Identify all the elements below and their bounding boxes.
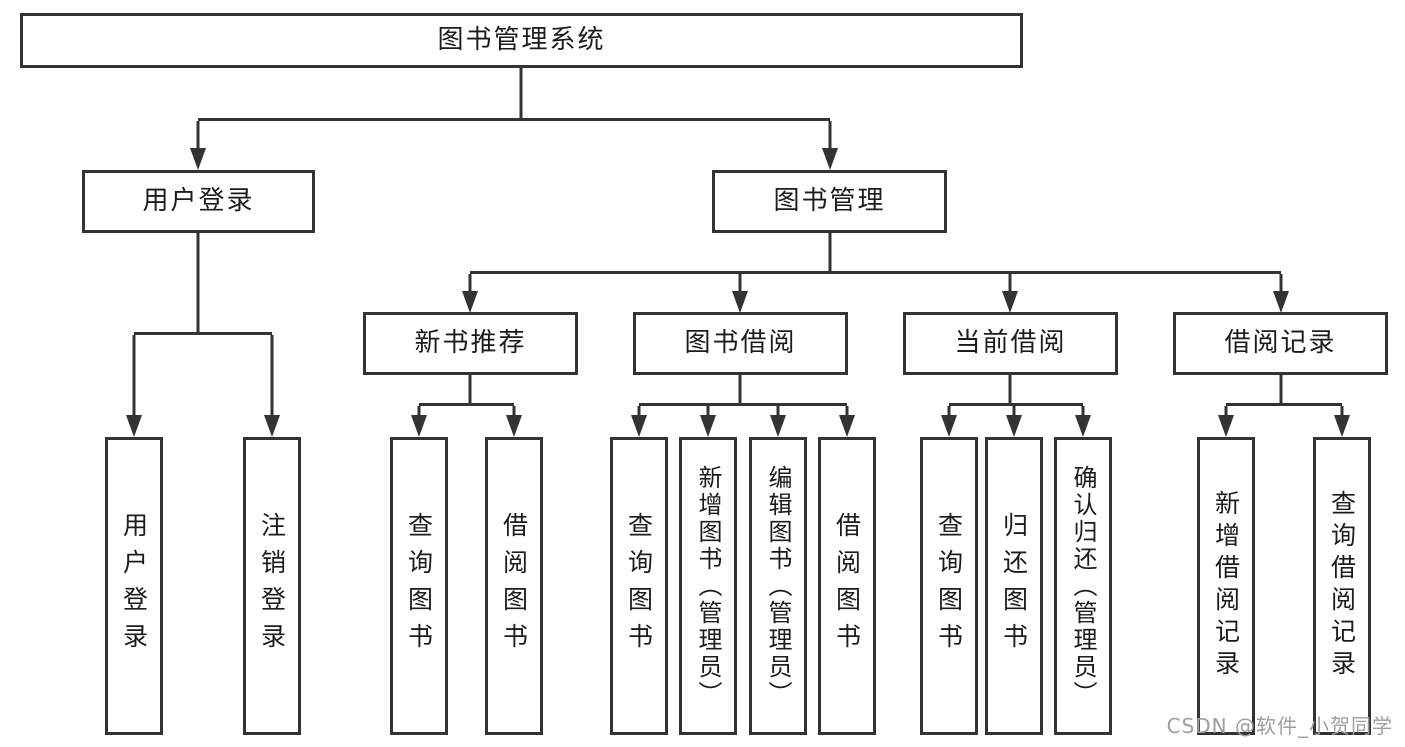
leaf-confirm-return-admin-label: 确认归还（管理员） bbox=[1069, 464, 1097, 708]
node-new-book-recommend-label: 新书推荐 bbox=[414, 327, 527, 358]
leaf-query-borrow-record-label: 查询借阅记录 bbox=[1327, 490, 1357, 682]
leaf-add-borrow-record-label: 新增借阅记录 bbox=[1211, 490, 1241, 682]
node-book-management-label: 图书管理 bbox=[773, 185, 886, 216]
watermark-text: CSDN @软件_小贺同学 bbox=[1166, 714, 1393, 738]
node-current-borrowing-label: 当前借阅 bbox=[954, 327, 1067, 358]
leaf-query-books-recommend-label: 查询图书 bbox=[404, 512, 434, 660]
connector-user-login-to-leaves bbox=[132, 233, 274, 416]
node-new-book-recommend: 新书推荐 bbox=[363, 312, 578, 375]
leaf-query-books-recommend: 查询图书 bbox=[390, 437, 448, 735]
node-borrowing-records: 借阅记录 bbox=[1173, 312, 1388, 375]
connector-book-management-to-level3 bbox=[468, 233, 1283, 292]
node-library-system-label: 图书管理系统 bbox=[437, 24, 606, 55]
leaf-query-borrow-record: 查询借阅记录 bbox=[1313, 437, 1371, 735]
leaf-add-borrow-record: 新增借阅记录 bbox=[1197, 437, 1255, 735]
leaf-user-login-label: 用户登录 bbox=[119, 512, 149, 660]
leaf-return-books: 归还图书 bbox=[985, 437, 1043, 735]
leaf-query-books-current-label: 查询图书 bbox=[934, 512, 964, 660]
arrowheads bbox=[126, 148, 1350, 437]
connector-root-to-level2 bbox=[196, 67, 832, 150]
node-book-borrowing-label: 图书借阅 bbox=[684, 327, 797, 358]
leaf-return-books-label: 归还图书 bbox=[999, 512, 1029, 660]
node-user-login-label: 用户登录 bbox=[142, 185, 255, 216]
leaf-query-books-borrowing-label: 查询图书 bbox=[624, 512, 654, 660]
leaf-borrow-books-borrowing: 借阅图书 bbox=[818, 437, 876, 735]
leaf-query-books-borrowing: 查询图书 bbox=[610, 437, 668, 735]
leaf-query-books-current: 查询图书 bbox=[920, 437, 978, 735]
leaf-edit-book-admin-label: 编辑图书（管理员） bbox=[764, 464, 792, 708]
node-current-borrowing: 当前借阅 bbox=[903, 312, 1118, 375]
leaf-confirm-return-admin: 确认归还（管理员） bbox=[1054, 437, 1112, 735]
node-library-system: 图书管理系统 bbox=[20, 13, 1023, 68]
connector-book-borrowing-group bbox=[637, 375, 849, 416]
connector-current-borrowing-group bbox=[947, 375, 1085, 416]
node-user-login: 用户登录 bbox=[82, 170, 315, 233]
leaf-borrow-books-recommend-label: 借阅图书 bbox=[499, 512, 529, 660]
leaf-add-book-admin: 新增图书（管理员） bbox=[679, 437, 737, 735]
node-borrowing-records-label: 借阅记录 bbox=[1224, 327, 1337, 358]
leaf-logout-label: 注销登录 bbox=[257, 512, 287, 660]
leaf-borrow-books-recommend: 借阅图书 bbox=[485, 437, 543, 735]
leaf-add-book-admin-label: 新增图书（管理员） bbox=[694, 464, 722, 708]
connector-new-book-recommend-group bbox=[417, 375, 516, 416]
leaf-edit-book-admin: 编辑图书（管理员） bbox=[749, 437, 807, 735]
node-book-borrowing: 图书借阅 bbox=[633, 312, 848, 375]
node-book-management: 图书管理 bbox=[712, 170, 947, 233]
connector-borrowing-records-group bbox=[1224, 375, 1344, 416]
leaf-borrow-books-borrowing-label: 借阅图书 bbox=[832, 512, 862, 660]
leaf-logout: 注销登录 bbox=[243, 437, 301, 735]
leaf-user-login: 用户登录 bbox=[105, 437, 163, 735]
